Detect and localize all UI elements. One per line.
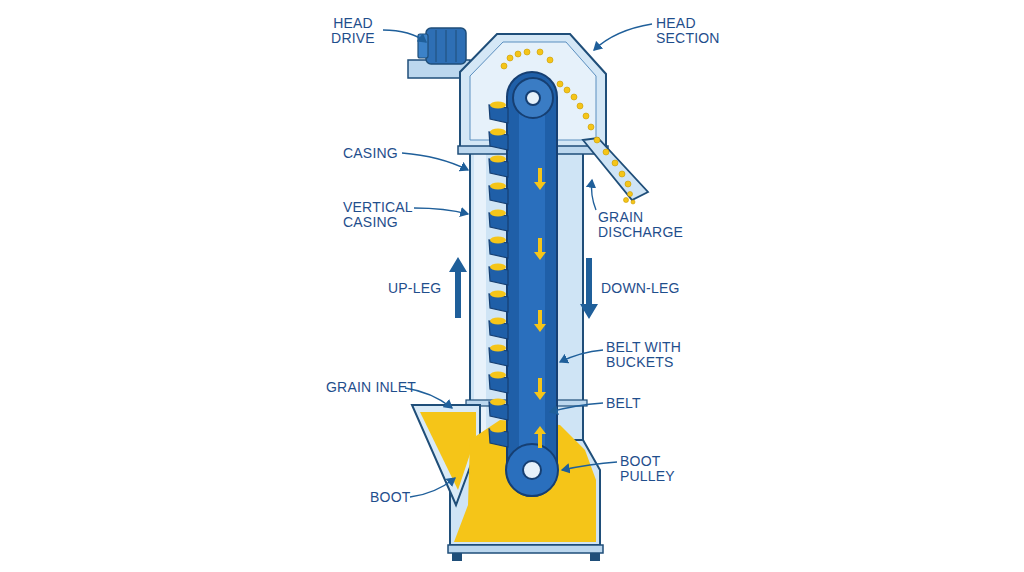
part-label: DOWN-LEG [601, 281, 693, 296]
part-label: GRAIN DISCHARGE [598, 210, 702, 240]
grain [490, 291, 506, 298]
part-label: BELT WITH BUCKETS [606, 340, 704, 370]
grain [490, 426, 506, 433]
part-label: CASING [343, 146, 413, 161]
grain [490, 210, 506, 217]
part-label: BOOT [370, 490, 420, 505]
grain [490, 129, 506, 136]
grain [490, 156, 506, 163]
grain [490, 102, 506, 109]
part-label: VERTICAL CASING [343, 200, 433, 230]
grain [490, 345, 506, 352]
grain [490, 264, 506, 271]
part-label: GRAIN INLET [326, 380, 426, 395]
grain [490, 318, 506, 325]
grain [490, 183, 506, 190]
part-label: HEAD SECTION [656, 16, 738, 46]
grain [490, 237, 506, 244]
grain [490, 372, 506, 379]
part-label: BELT [606, 396, 666, 411]
part-label: HEAD DRIVE [325, 16, 381, 46]
part-label: BOOT PULLEY [620, 454, 686, 484]
part-label: UP-LEG [388, 281, 450, 296]
grain [490, 399, 506, 406]
